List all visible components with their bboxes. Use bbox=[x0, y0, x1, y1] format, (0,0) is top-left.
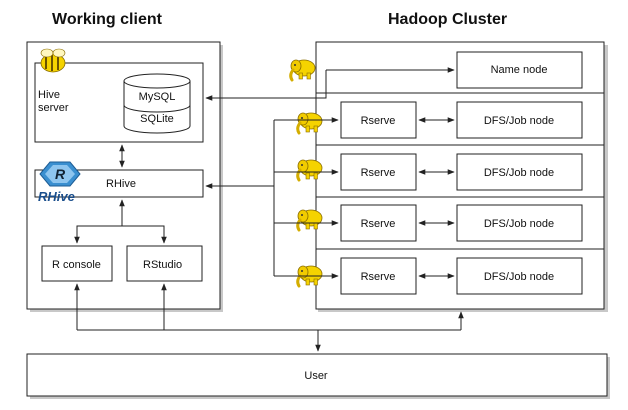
user-box bbox=[26, 353, 608, 397]
rstudio-box bbox=[126, 245, 203, 282]
svg-text:R: R bbox=[55, 166, 66, 182]
dfs-job-node-box bbox=[456, 257, 583, 295]
rhive-label: RHive bbox=[106, 178, 136, 190]
rstudio-label: RStudio bbox=[143, 259, 182, 271]
name-node-box bbox=[456, 51, 583, 89]
user-label: User bbox=[304, 370, 328, 382]
rserve-label: Rserve bbox=[361, 115, 396, 127]
r-console-box bbox=[41, 245, 113, 282]
dfs-job-node-label: DFS/Job node bbox=[484, 218, 554, 230]
dfs-job-node-label: DFS/Job node bbox=[484, 271, 554, 283]
name-node-to-hive-arrow bbox=[205, 70, 327, 101]
rhive-to-r-console-arrow bbox=[74, 225, 122, 244]
rserve-box bbox=[340, 204, 417, 242]
hadoop-cluster-title: Hadoop Cluster bbox=[388, 11, 507, 28]
cluster-row: Rserve DFS/Job node bbox=[340, 204, 583, 242]
rserve-box bbox=[340, 257, 417, 295]
dfs-job-node-label: DFS/Job node bbox=[484, 167, 554, 179]
name-node-label: Name node bbox=[491, 64, 548, 76]
dfs-job-node-label: DFS/Job node bbox=[484, 115, 554, 127]
hive-bee-icon bbox=[40, 48, 66, 73]
rserve-label: Rserve bbox=[361, 167, 396, 179]
working-client-title: Working client bbox=[52, 11, 163, 28]
rserve-box bbox=[340, 101, 417, 139]
hive-server-label: Hive server bbox=[38, 89, 69, 114]
rhive-logo-text: RHive bbox=[38, 189, 75, 204]
rhive-logo-icon: R bbox=[39, 161, 81, 187]
hadoop-elephant-icon bbox=[289, 58, 317, 82]
rserve-label: Rserve bbox=[361, 271, 396, 283]
sqlite-label: SQLite bbox=[140, 113, 174, 125]
cluster-row: Rserve DFS/Job node bbox=[340, 101, 583, 139]
cluster-row: Rserve DFS/Job node bbox=[340, 153, 583, 191]
r-console-label: R console bbox=[52, 259, 101, 271]
dfs-job-node-box bbox=[456, 204, 583, 242]
dfs-job-node-box bbox=[456, 101, 583, 139]
rserve-box bbox=[340, 153, 417, 191]
dfs-job-node-box bbox=[456, 153, 583, 191]
database-cylinder-icon bbox=[123, 73, 191, 134]
rserve-label: Rserve bbox=[361, 218, 396, 230]
rhive-to-rstudio-arrow bbox=[122, 225, 167, 244]
cluster-row: Rserve DFS/Job node bbox=[340, 257, 583, 295]
mysql-label: MySQL bbox=[139, 91, 176, 103]
